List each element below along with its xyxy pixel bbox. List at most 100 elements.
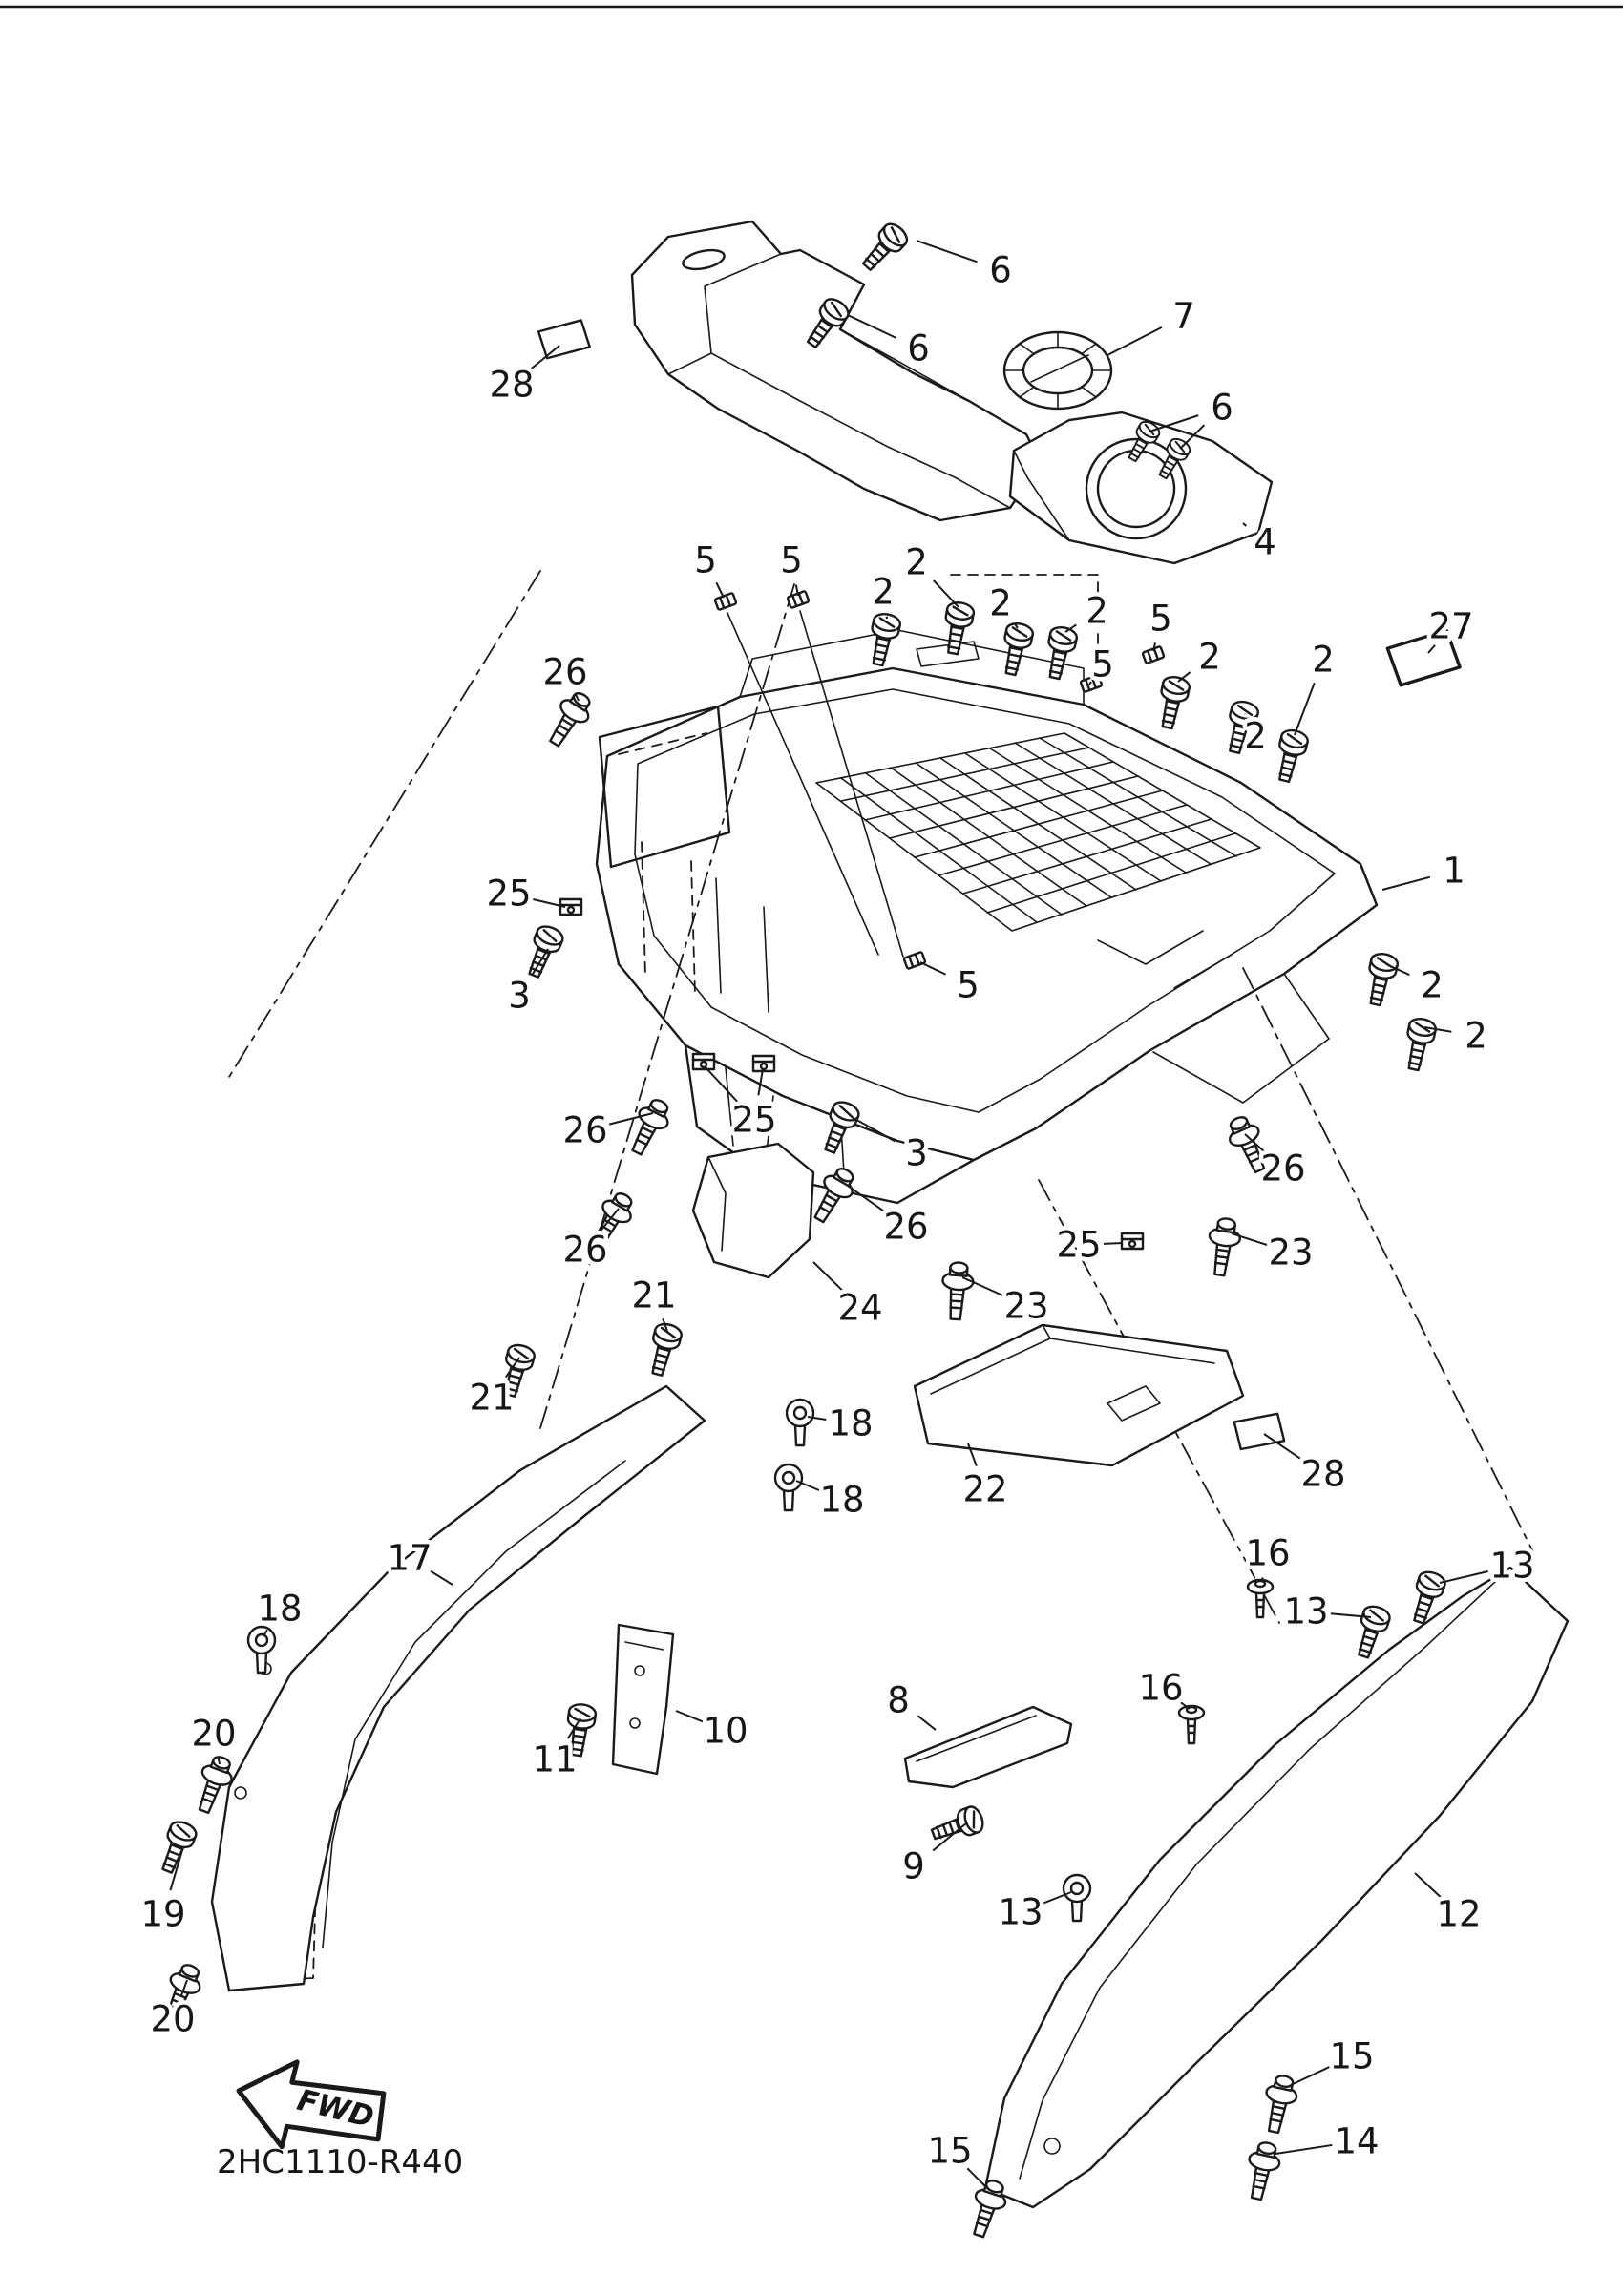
part-number-callout-11: 11 bbox=[532, 1739, 577, 1780]
part-number-callout-5: 5 bbox=[1091, 644, 1114, 685]
part-number-callout-10: 10 bbox=[703, 1711, 748, 1752]
callout-leader-line bbox=[533, 898, 566, 908]
part-number-callout-18: 18 bbox=[828, 1403, 873, 1444]
part-number-callout-17: 17 bbox=[387, 1538, 432, 1579]
part-15-bolt bbox=[962, 2175, 1012, 2242]
callout-leader-line bbox=[847, 1185, 887, 1213]
callout-leader-line bbox=[1275, 2143, 1333, 2155]
parts-artwork: FWD 2HC1110-R440 bbox=[0, 5, 1623, 2242]
part-18-shoulder-screw bbox=[785, 1398, 815, 1447]
callout-leader-line bbox=[1152, 642, 1157, 652]
diagram-code: 2HC1110-R440 bbox=[217, 2143, 463, 2181]
callout-leader-line bbox=[263, 1629, 268, 1637]
part-7-cap-ring bbox=[1002, 330, 1113, 411]
callout-leader-line bbox=[217, 1758, 221, 1765]
callout-leader-line bbox=[932, 1822, 967, 1852]
callout-leader-line bbox=[1242, 522, 1248, 527]
part-number-callout-16: 16 bbox=[1245, 1533, 1290, 1574]
part-2-screw bbox=[1040, 623, 1080, 683]
part-9-bolt bbox=[927, 1802, 987, 1848]
part-2-screw bbox=[1360, 950, 1401, 1009]
part-number-callout-21: 21 bbox=[631, 1275, 676, 1317]
part-number-callout-3: 3 bbox=[905, 1133, 928, 1174]
callout-leader-line bbox=[1439, 1570, 1488, 1584]
part-15-bolt bbox=[1257, 2072, 1302, 2137]
part-23-bolt bbox=[1203, 1215, 1244, 1278]
part-number-callout-2: 2 bbox=[1465, 1016, 1487, 1057]
part-number-callout-5: 5 bbox=[780, 540, 803, 581]
part-2-screw bbox=[863, 610, 903, 669]
part-25-clip-nut bbox=[751, 1054, 776, 1073]
part-6-screw bbox=[855, 219, 913, 278]
callout-leader-line bbox=[933, 579, 959, 608]
part-18-shoulder-screw bbox=[773, 1463, 804, 1512]
part-number-callout-2: 2 bbox=[1198, 637, 1221, 678]
part-number-callout-18: 18 bbox=[257, 1589, 302, 1630]
part-number-callout-16: 16 bbox=[1138, 1668, 1183, 1709]
part-number-callout-4: 4 bbox=[1254, 522, 1276, 563]
callout-leader-line bbox=[600, 1208, 620, 1232]
part-5-clip bbox=[902, 950, 927, 971]
part-number-callout-2: 2 bbox=[1244, 716, 1267, 757]
callout-leader-line bbox=[812, 1261, 844, 1292]
part-number-callout-24: 24 bbox=[837, 1288, 882, 1329]
fwd-arrow: FWD bbox=[236, 2059, 387, 2150]
callout-leader-line bbox=[1414, 1872, 1442, 1898]
part-number-callout-19: 19 bbox=[140, 1894, 185, 1935]
callout-leader-line bbox=[961, 1276, 1004, 1297]
part-number-callout-25: 25 bbox=[1056, 1225, 1101, 1266]
part-number-callout-26: 26 bbox=[883, 1207, 928, 1248]
part-number-callout-26: 26 bbox=[562, 1110, 607, 1151]
part-number-callout-15: 15 bbox=[927, 2131, 972, 2172]
callout-leader-line bbox=[1013, 622, 1019, 629]
callout-leader-line bbox=[1107, 326, 1163, 356]
part-number-callout-5: 5 bbox=[694, 540, 717, 581]
part-number-callout-13: 13 bbox=[1283, 1591, 1328, 1632]
part-2-screw bbox=[938, 599, 977, 657]
part-21-screw bbox=[643, 1319, 685, 1380]
part-number-callout-25: 25 bbox=[486, 874, 531, 915]
part-number-callout-6: 6 bbox=[907, 328, 930, 369]
part-number-callout-2: 2 bbox=[1312, 640, 1335, 681]
callout-leader-line bbox=[916, 240, 978, 263]
part-number-callout-26: 26 bbox=[542, 652, 587, 693]
part-number-callout-15: 15 bbox=[1329, 2036, 1374, 2077]
callout-leader-line bbox=[794, 584, 799, 597]
part-number-callout-23: 23 bbox=[1003, 1286, 1048, 1327]
part-number-callout-2: 2 bbox=[872, 572, 895, 613]
part-3-screw bbox=[815, 1097, 863, 1158]
part-number-callout-26: 26 bbox=[562, 1230, 607, 1271]
part-number-callout-28: 28 bbox=[489, 365, 534, 406]
part-number-callout-2: 2 bbox=[989, 583, 1012, 624]
callout-leader-line bbox=[1385, 963, 1410, 977]
callout-leader-line bbox=[967, 1443, 978, 1467]
part-number-callout-9: 9 bbox=[902, 1846, 925, 1887]
callout-leader-line bbox=[807, 1416, 827, 1421]
part-25-clip-nut bbox=[691, 1052, 716, 1071]
part-number-callout-6: 6 bbox=[1211, 388, 1233, 429]
part-number-callout-18: 18 bbox=[819, 1480, 864, 1521]
part-8-bracket bbox=[903, 1705, 1073, 1789]
callout-leader-line bbox=[1263, 1433, 1304, 1462]
callout-leader-line bbox=[757, 1068, 764, 1096]
callout-leader-line bbox=[169, 1849, 183, 1891]
part-24-cover bbox=[691, 1142, 815, 1279]
part-26-flange-bolt bbox=[539, 685, 599, 753]
part-1-cargo-box bbox=[595, 610, 1379, 1205]
part-number-callout-12: 12 bbox=[1436, 1894, 1481, 1935]
callout-leader-line bbox=[1290, 2066, 1330, 2086]
part-number-callout-7: 7 bbox=[1172, 296, 1195, 337]
callout-leader-line bbox=[851, 1116, 896, 1143]
part-5-clip bbox=[713, 591, 738, 612]
callout-leaders bbox=[169, 240, 1488, 2191]
part-14-bolt bbox=[1240, 2138, 1285, 2203]
callout-leader-line bbox=[1177, 671, 1191, 683]
part-number-callout-23: 23 bbox=[1268, 1232, 1313, 1274]
callout-leader-line bbox=[1103, 1242, 1124, 1245]
part-number-callout-2: 2 bbox=[905, 542, 928, 583]
callout-leader-line bbox=[1427, 644, 1436, 654]
part-number-callout-1: 1 bbox=[1443, 851, 1465, 892]
callout-leader-line bbox=[1087, 681, 1092, 686]
